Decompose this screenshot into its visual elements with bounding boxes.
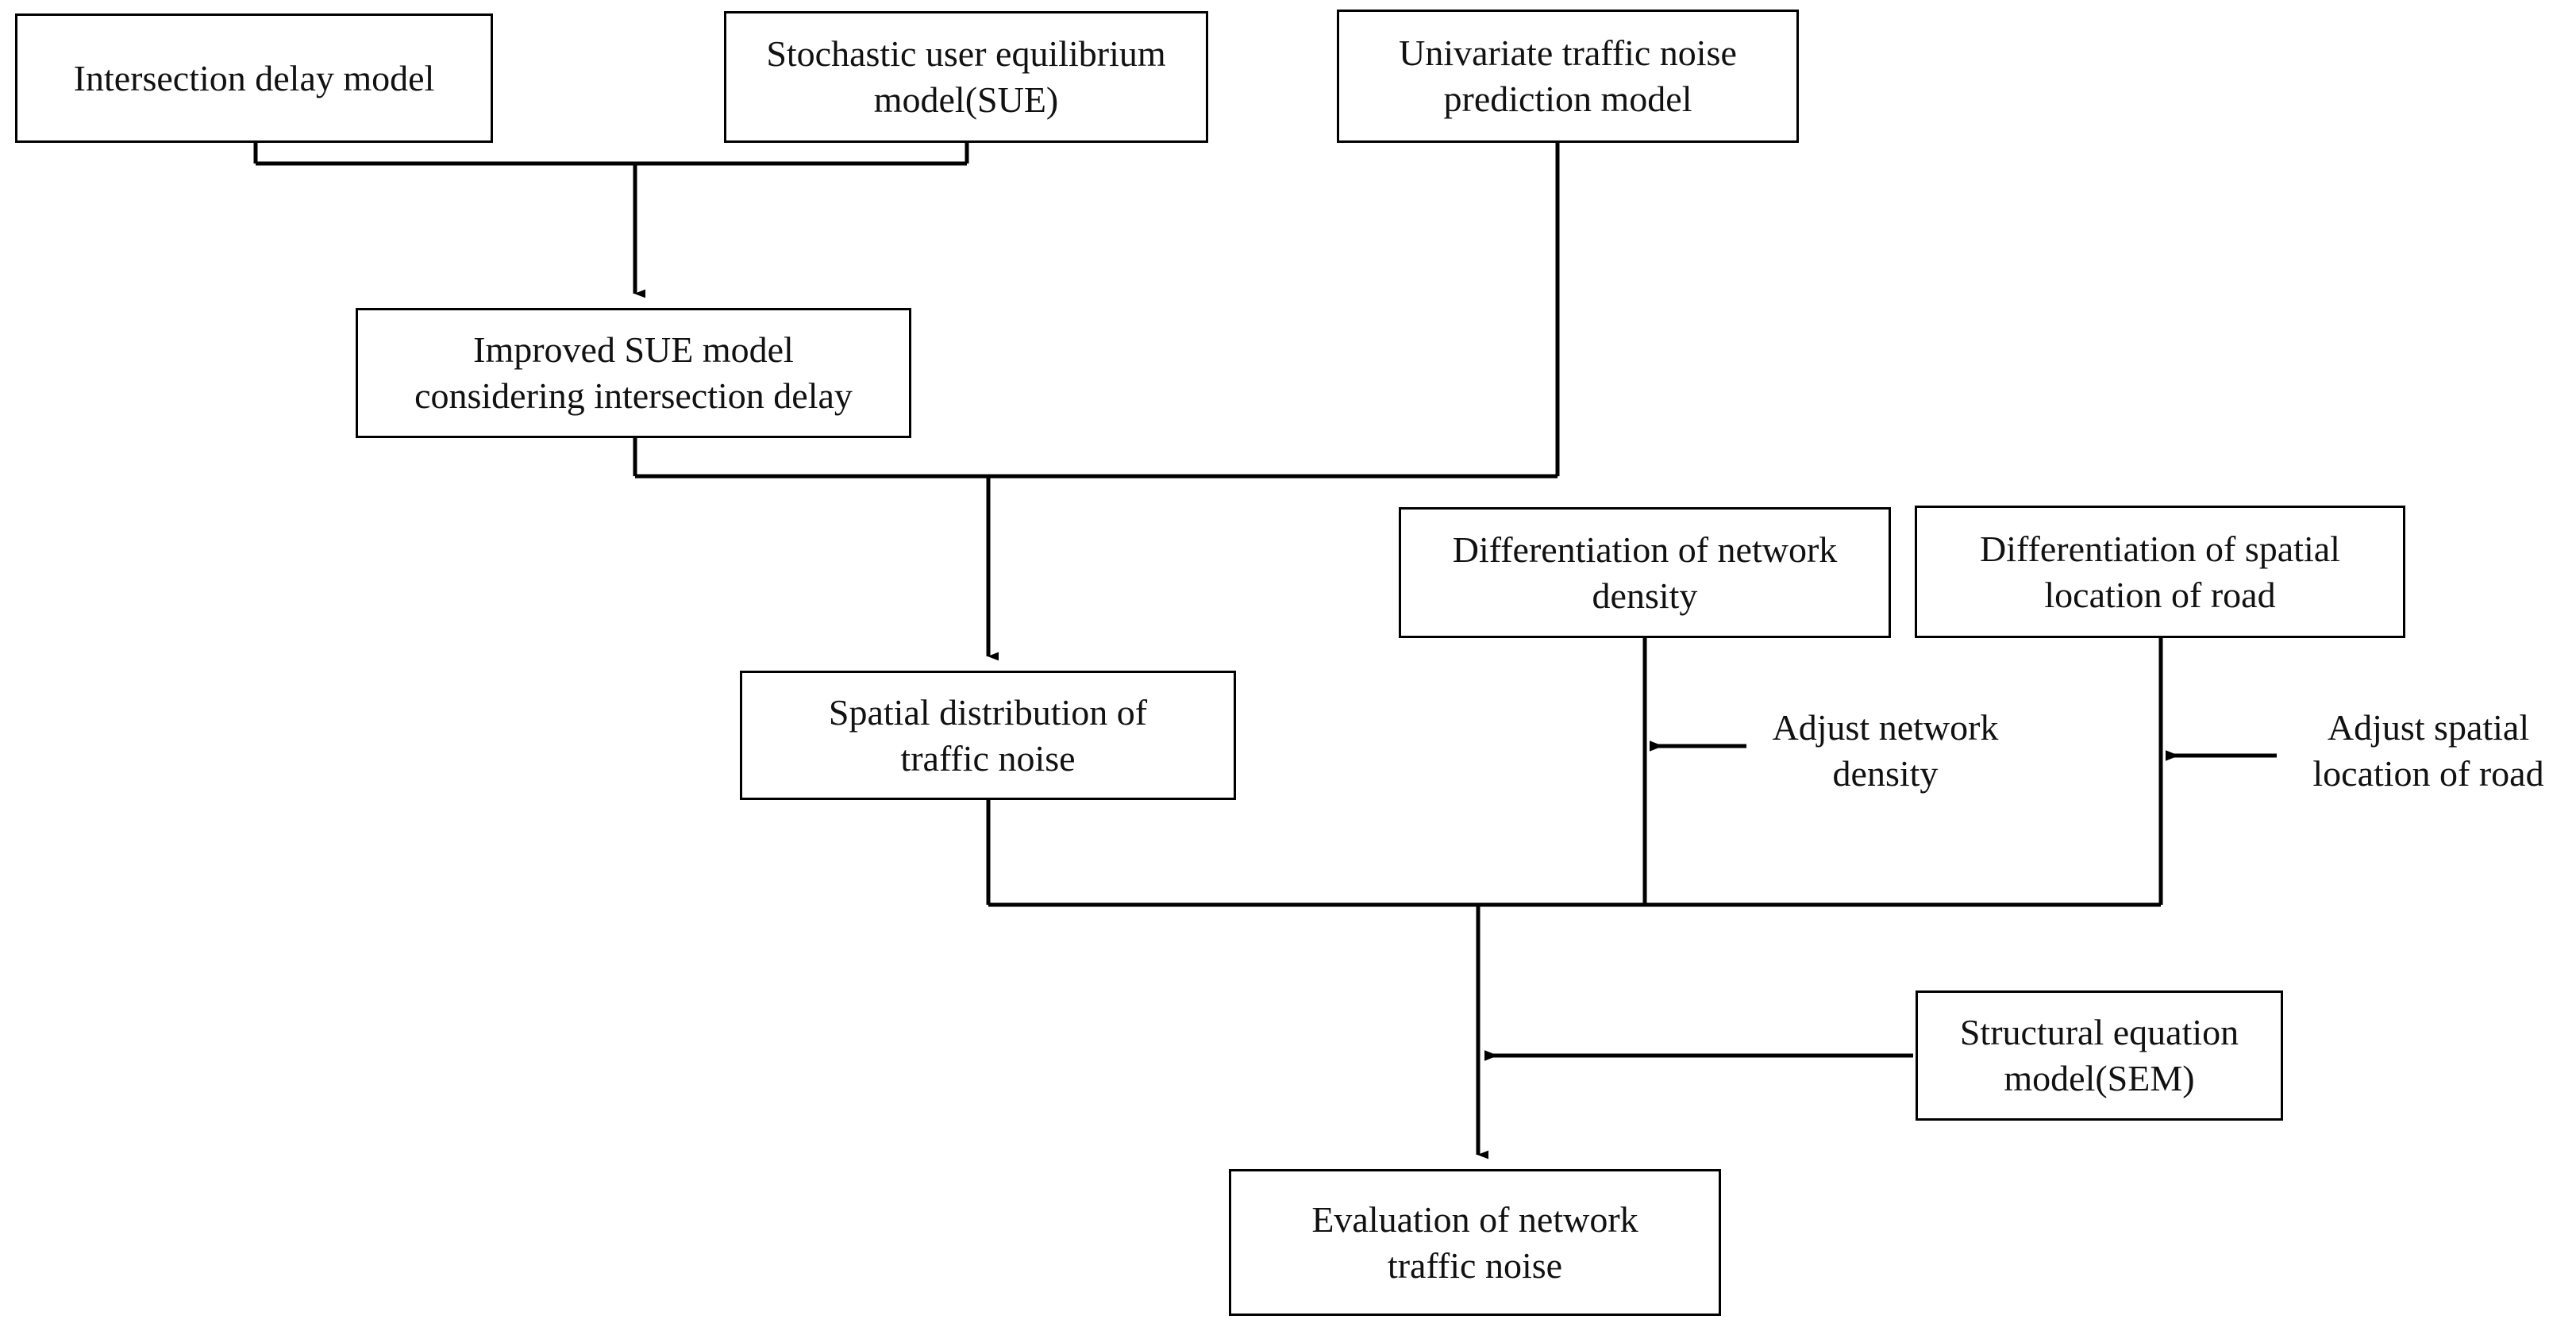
node-structural-equation-model[interactable]: Structural equation model(SEM) [1916, 990, 2283, 1121]
node-spatial-distribution-noise[interactable]: Spatial distribution of traffic noise [740, 671, 1236, 800]
edge-label-adjust-spatial-location: Adjust spatial location of road [2312, 707, 2544, 794]
node-label: Evaluation of network traffic noise [1311, 1198, 1638, 1286]
node-improved-sue-model[interactable]: Improved SUE model considering intersect… [356, 308, 911, 438]
node-differentiation-network-density[interactable]: Differentiation of network density [1399, 507, 1891, 638]
edge-label-adjust-network-density: Adjust network density [1772, 707, 1999, 794]
node-label: Univariate traffic noise prediction mode… [1399, 33, 1737, 119]
node-evaluation-network-noise[interactable]: Evaluation of network traffic noise [1229, 1169, 1721, 1316]
node-label: Differentiation of spatial location of r… [1980, 528, 2340, 615]
node-label: Structural equation model(SEM) [1959, 1012, 2239, 1098]
node-sue-model[interactable]: Stochastic user equilibrium model(SUE) [724, 11, 1208, 143]
node-label: Improved SUE model considering intersect… [414, 329, 853, 416]
node-differentiation-spatial-location[interactable]: Differentiation of spatial location of r… [1915, 506, 2405, 638]
node-univariate-noise-model[interactable]: Univariate traffic noise prediction mode… [1337, 10, 1799, 143]
node-intersection-delay-model[interactable]: Intersection delay model [15, 13, 493, 143]
node-label: Stochastic user equilibrium model(SUE) [766, 33, 1166, 120]
node-label: Differentiation of network density [1452, 529, 1838, 616]
node-label: Intersection delay model [73, 57, 435, 98]
node-label: Spatial distribution of traffic noise [828, 691, 1148, 779]
